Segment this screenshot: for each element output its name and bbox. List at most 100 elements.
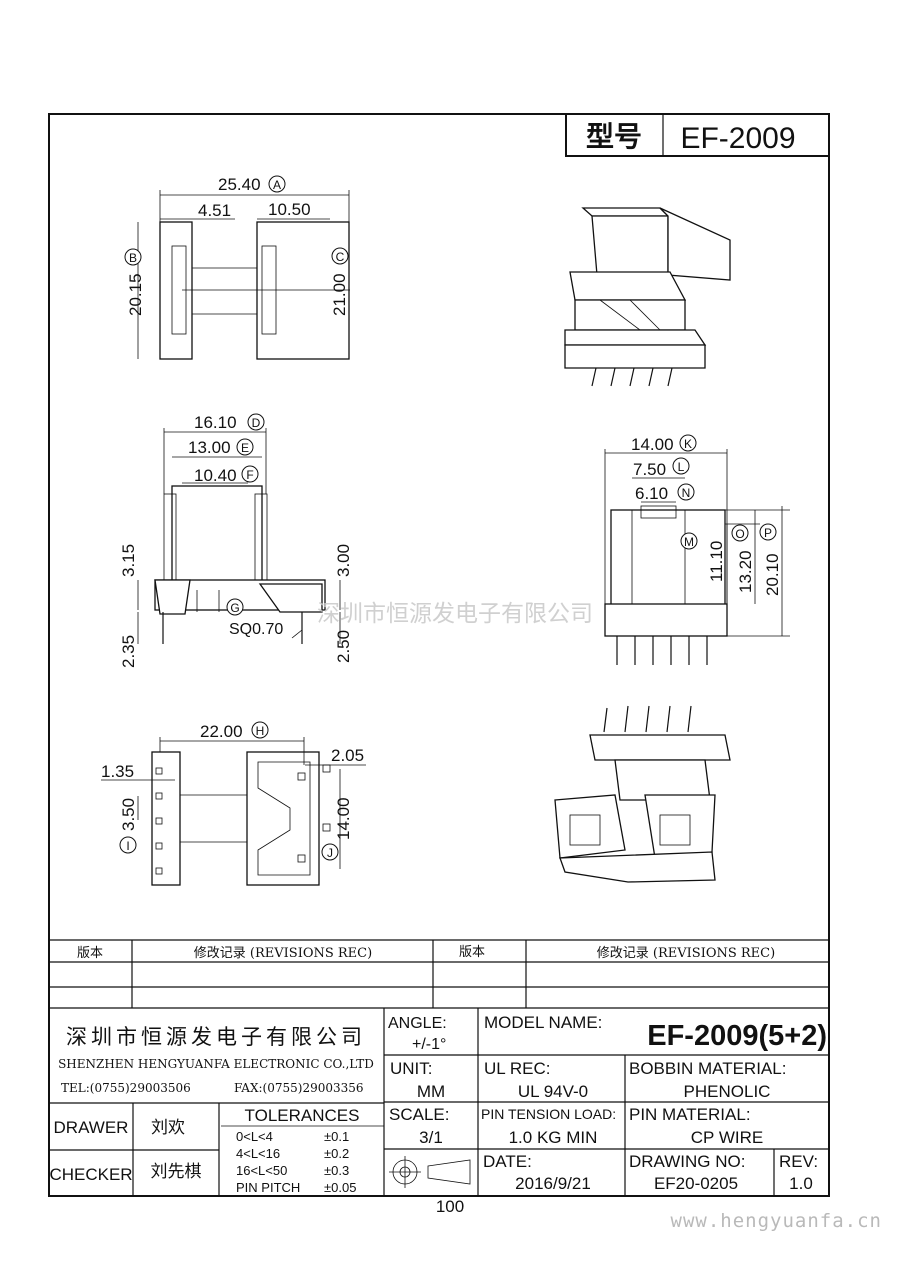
- mark-l: L: [678, 460, 685, 474]
- mark-d: D: [252, 416, 261, 430]
- company-tel: TEL:(0755)29003506: [61, 1081, 191, 1095]
- drawing-no-label: DRAWING NO:: [629, 1152, 745, 1171]
- dim-b2: 2.05: [331, 746, 364, 765]
- isometric-view-bottom: [554, 705, 731, 883]
- dim-j: 14.00: [334, 797, 353, 840]
- tol-range-1: 4<L<16: [236, 1146, 280, 1161]
- rev-value: 1.0: [789, 1174, 813, 1193]
- dim-left-a: 3.15: [119, 544, 138, 577]
- revisions-table: 版本 修改记录 (REVISIONS REC) 版本 修改记录 (REVISIO…: [49, 939, 829, 1009]
- bobbin-material-label: BOBBIN MATERIAL:: [629, 1059, 786, 1078]
- dim-b1: 1.35: [101, 762, 134, 781]
- drawer-label: DRAWER: [54, 1118, 129, 1137]
- rev-col-rec-2: 修改记录 (REVISIONS REC): [597, 946, 775, 961]
- mark-f: F: [246, 468, 253, 482]
- dim-sq: SQ0.70: [229, 621, 283, 638]
- pin-tension-value: 1.0 KG MIN: [509, 1128, 598, 1147]
- dim-o: 13.20: [736, 550, 755, 593]
- bobbin-material-value: PHENOLIC: [684, 1082, 771, 1101]
- mark-n: N: [682, 486, 691, 500]
- title-block: 深圳市恒源发电子有限公司 SHENZHEN HENGYUANFA ELECTRO…: [49, 1008, 829, 1196]
- dim-m: 11.10: [707, 541, 726, 582]
- mark-b: B: [129, 251, 137, 265]
- company-fax: FAX:(0755)29003356: [234, 1081, 364, 1095]
- website-watermark: www.hengyuanfa.cn: [670, 1210, 882, 1232]
- mark-a: A: [273, 178, 281, 192]
- mark-m: M: [684, 535, 694, 549]
- dim-l: 7.50: [633, 460, 666, 479]
- isometric-view-top: [564, 207, 731, 387]
- side-view: 14.00 K 7.50 L 6.10 N M 11.10 13.20 O 20…: [604, 434, 790, 665]
- scale-value: 3/1: [419, 1128, 443, 1147]
- scale-label: SCALE:: [389, 1105, 449, 1124]
- dim-n: 6.10: [635, 484, 668, 503]
- dim-right-a: 3.00: [334, 544, 353, 577]
- ul-rec-value: UL 94V-0: [518, 1082, 588, 1101]
- mark-i: I: [126, 839, 129, 853]
- type-label: 型号: [586, 121, 642, 152]
- mark-k: K: [684, 437, 692, 451]
- dim-f: 10.40: [194, 466, 237, 485]
- dim-top-a: 4.51: [198, 201, 231, 220]
- checker-value: 刘先棋: [151, 1162, 202, 1181]
- date-value: 2016/9/21: [515, 1174, 591, 1193]
- drawing-no-value: EF20-0205: [654, 1174, 738, 1193]
- dim-c: 21.00: [330, 273, 349, 316]
- rev-col-rec-1: 修改记录 (REVISIONS REC): [194, 946, 372, 961]
- checker-label: CHECKER: [49, 1165, 132, 1184]
- company-name-en: SHENZHEN HENGYUANFA ELECTRONIC CO.,LTD: [58, 1057, 374, 1071]
- tol-value-1: ±0.2: [324, 1146, 349, 1161]
- date-label: DATE:: [483, 1152, 532, 1171]
- mark-e: E: [241, 441, 249, 455]
- mark-j: J: [327, 846, 333, 860]
- dim-k: 14.00: [631, 435, 674, 454]
- unit-value: MM: [417, 1082, 445, 1101]
- drawing-frame: [48, 113, 830, 1197]
- tol-value-2: ±0.3: [324, 1163, 349, 1178]
- tolerances-title: TOLERANCES: [245, 1106, 360, 1125]
- top-view: 25.40 A 4.51 10.50 20.15 B 21.00 C: [124, 175, 350, 360]
- tol-value-3: ±0.05: [324, 1180, 356, 1195]
- mark-c: C: [336, 250, 345, 264]
- rev-col-version-1: 版本: [77, 946, 103, 961]
- tol-range-3: PIN PITCH: [236, 1180, 300, 1195]
- drawer-value: 刘欢: [151, 1118, 185, 1137]
- dim-d: 16.10: [194, 413, 237, 432]
- dim-right-b: 2.50: [334, 630, 353, 663]
- pin-tension-label: PIN TENSION LOAD:: [481, 1106, 616, 1122]
- dim-h: 22.00: [200, 722, 243, 741]
- dim-a: 25.40: [218, 175, 261, 194]
- rev-label: REV:: [779, 1152, 818, 1171]
- dim-p: 20.10: [763, 553, 782, 596]
- dim-top-b: 10.50: [268, 200, 311, 219]
- tol-range-0: 0<L<4: [236, 1129, 273, 1144]
- dim-left-b: 2.35: [119, 635, 138, 668]
- dim-i: 3.50: [119, 798, 138, 831]
- mark-p: P: [764, 526, 772, 540]
- type-box: 型号 EF-2009: [565, 113, 830, 157]
- angle-value: +/-1°: [412, 1036, 446, 1053]
- mark-h: H: [256, 724, 265, 738]
- ul-rec-label: UL REC:: [484, 1059, 550, 1078]
- page-number: 100: [435, 1197, 465, 1216]
- dim-b: 20.15: [126, 273, 145, 316]
- rev-col-version-2: 版本: [459, 945, 485, 960]
- company-name-cn: 深圳市恒源发电子有限公司: [66, 1025, 366, 1049]
- type-model: EF-2009: [680, 122, 795, 155]
- front-view: 16.10 D 13.00 E 10.40 F 3.15 2.35 3.00 2…: [119, 413, 353, 668]
- model-name-label: MODEL NAME:: [484, 1013, 602, 1032]
- model-name-value: EF-2009(5+2): [647, 1020, 827, 1052]
- projection-symbol-icon: [389, 1156, 471, 1188]
- pin-material-label: PIN MATERIAL:: [629, 1105, 751, 1124]
- mark-g: G: [230, 601, 239, 615]
- watermark: 深圳市恒源发电子有限公司: [317, 601, 593, 627]
- tol-value-0: ±0.1: [324, 1129, 349, 1144]
- pin-material-value: CP WIRE: [691, 1128, 763, 1147]
- dim-e: 13.00: [188, 438, 231, 457]
- bottom-view: 22.00 H 1.35 2.05 3.50 I 14.00 J: [101, 721, 366, 886]
- tol-range-2: 16<L<50: [236, 1163, 287, 1178]
- unit-label: UNIT:: [390, 1059, 433, 1078]
- angle-label: ANGLE:: [388, 1015, 447, 1032]
- mark-o: O: [735, 527, 744, 541]
